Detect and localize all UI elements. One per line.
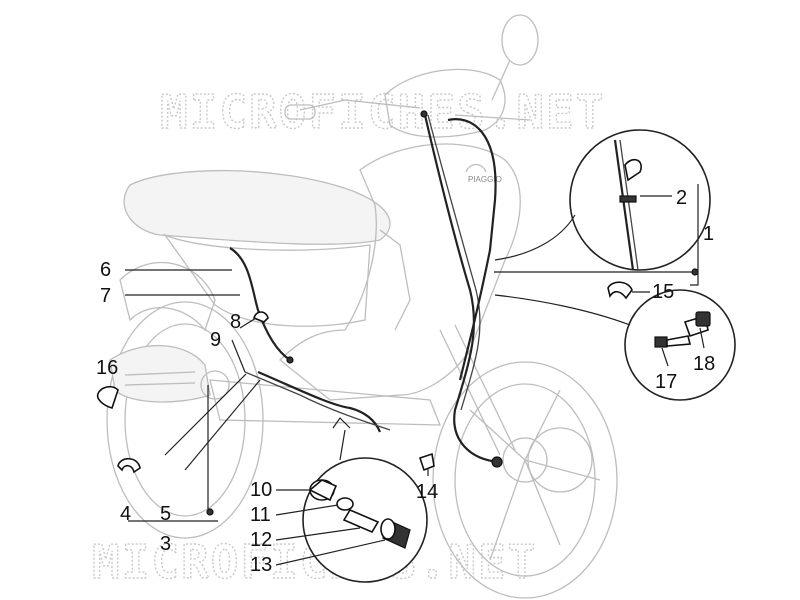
callout-5: 5 (160, 503, 171, 525)
callout-13: 13 (250, 554, 272, 576)
callout-6: 6 (100, 259, 111, 281)
callout-1: 1 (703, 223, 714, 245)
leader-lines (125, 184, 705, 566)
callout-15: 15 (652, 281, 674, 303)
scooter-outline: PIAGGIO (106, 14, 618, 599)
callout-8: 8 (230, 311, 241, 333)
callout-14: 14 (416, 481, 438, 503)
detail-circle-grips (302, 417, 428, 583)
callout-16: 16 (96, 357, 118, 379)
detail-circle-bolt (494, 289, 736, 401)
detail-circle-clip (494, 129, 711, 271)
callout-labels: 1 2 3 4 5 6 7 8 9 10 11 12 13 14 15 16 1… (96, 187, 715, 576)
callout-10: 10 (250, 479, 272, 501)
brand-logo: PIAGGIO (468, 175, 502, 184)
loose-parts (96, 281, 633, 474)
callout-11: 11 (250, 504, 271, 526)
callout-4: 4 (120, 503, 131, 525)
callout-7: 7 (100, 285, 111, 307)
callout-9: 9 (210, 329, 221, 351)
callout-17: 17 (655, 371, 677, 393)
callout-18: 18 (693, 353, 715, 375)
watermark-top: MICROFICHES.NET (160, 85, 605, 139)
cables (229, 110, 503, 468)
callout-12: 12 (250, 529, 272, 551)
callout-3: 3 (160, 533, 171, 555)
callout-2: 2 (676, 187, 687, 209)
